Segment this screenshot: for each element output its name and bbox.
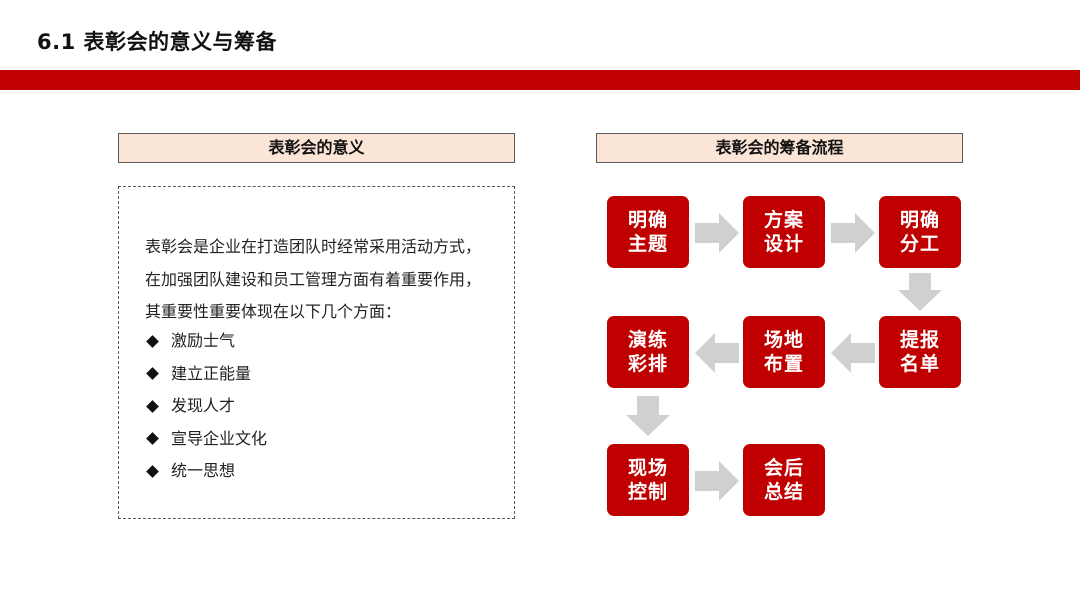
- diamond-bullet-icon: [146, 367, 159, 381]
- significance-list: 激励士气 建立正能量 发现人才 宣导企业文化 统一思想: [145, 325, 267, 488]
- step-post-summary: 会后总结: [743, 444, 825, 516]
- step-venue-setup: 场地布置: [743, 316, 825, 388]
- step-submit-list: 提报名单: [879, 316, 961, 388]
- diamond-bullet-icon: [146, 399, 159, 413]
- significance-heading: 表彰会的意义: [118, 133, 515, 163]
- diamond-bullet-icon: [146, 464, 159, 478]
- process-heading: 表彰会的筹备流程: [596, 133, 963, 163]
- list-item: 统一思想: [145, 455, 267, 488]
- arrow-down-icon: [898, 273, 942, 311]
- arrow-down-icon: [626, 396, 670, 436]
- arrow-right-icon: [695, 461, 739, 501]
- list-item: 发现人才: [145, 390, 267, 423]
- list-item: 激励士气: [145, 325, 267, 358]
- list-item: 宣导企业文化: [145, 423, 267, 456]
- arrow-right-icon: [831, 213, 875, 253]
- page-title: 6.1 表彰会的意义与筹备: [37, 30, 278, 54]
- list-item: 建立正能量: [145, 358, 267, 391]
- step-plan-design: 方案设计: [743, 196, 825, 268]
- diamond-bullet-icon: [146, 334, 159, 348]
- arrow-left-icon: [695, 333, 739, 373]
- header-red-bar: [0, 70, 1080, 90]
- diamond-bullet-icon: [146, 432, 159, 446]
- step-assign-roles: 明确分工: [879, 196, 961, 268]
- step-define-theme: 明确主题: [607, 196, 689, 268]
- step-onsite-control: 现场控制: [607, 444, 689, 516]
- significance-box: 表彰会是企业在打造团队时经常采用活动方式，在加强团队建设和员工管理方面有着重要作…: [118, 186, 515, 519]
- arrow-left-icon: [831, 333, 875, 373]
- step-rehearsal: 演练彩排: [607, 316, 689, 388]
- arrow-right-icon: [695, 213, 739, 253]
- significance-paragraph: 表彰会是企业在打造团队时经常采用活动方式，在加强团队建设和员工管理方面有着重要作…: [145, 237, 482, 321]
